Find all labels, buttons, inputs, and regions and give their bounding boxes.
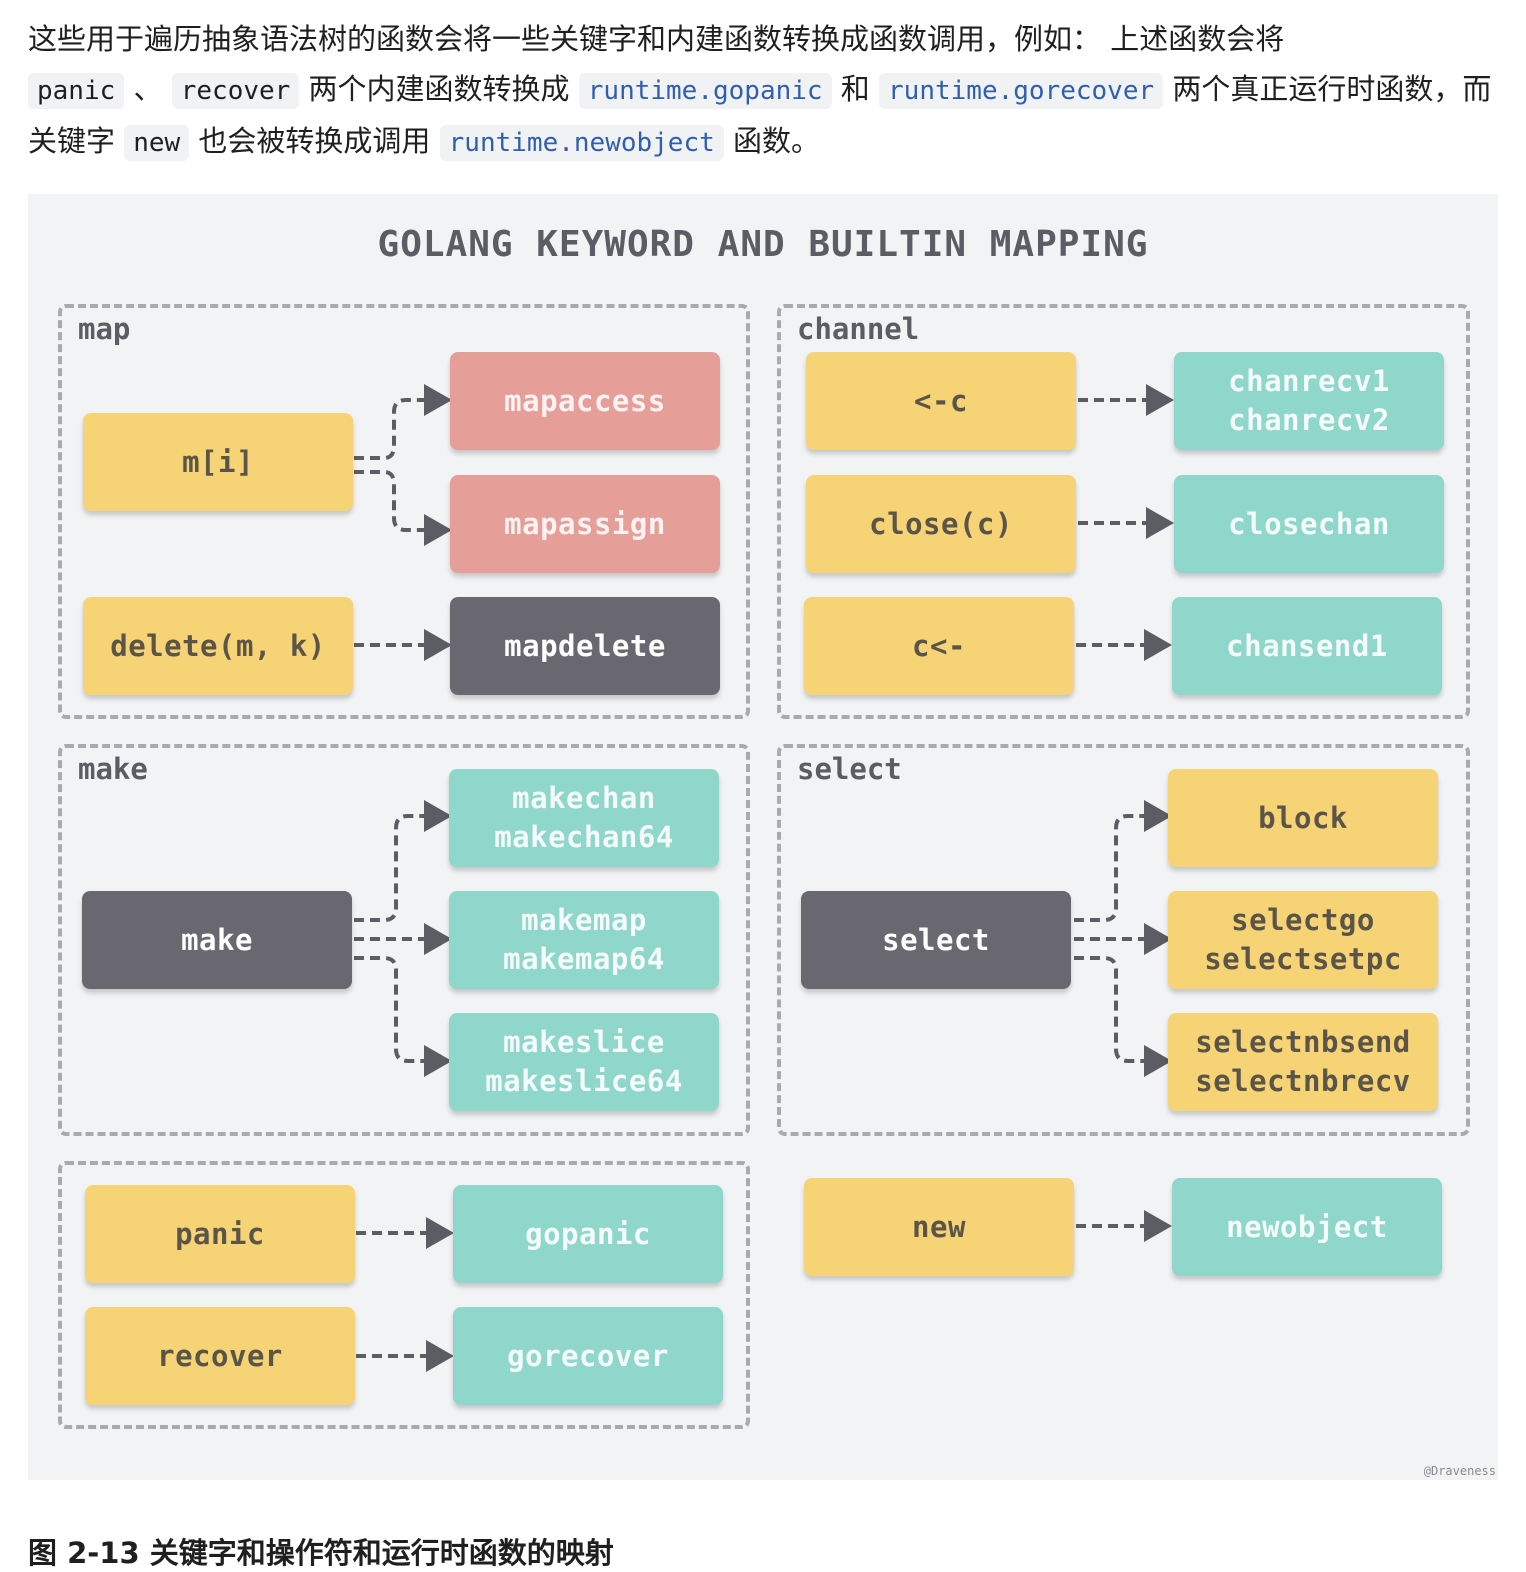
arrow-index-mapaccess	[354, 384, 452, 460]
code-recover: recover	[171, 73, 300, 109]
node-makemap: makemap makemap64	[449, 891, 719, 989]
code-runtime-gopanic[interactable]: runtime.gopanic	[578, 73, 832, 109]
para-text-5: 两个真正运行时函数，而关键字	[28, 72, 1492, 158]
node-selectgo-line1: selectgo	[1231, 903, 1375, 937]
node-gopanic: gopanic	[453, 1185, 723, 1283]
code-panic: panic	[28, 73, 125, 109]
node-makeslice: makeslice makeslice64	[449, 1013, 719, 1111]
node-mapdelete: mapdelete	[450, 597, 720, 695]
node-chanrecv1: chanrecv1	[1228, 364, 1390, 398]
node-mapaccess: mapaccess	[450, 352, 720, 450]
arrow-index-mapassign	[354, 470, 452, 546]
node-closechan: closechan	[1174, 475, 1444, 573]
group-label-map: map	[78, 312, 131, 346]
code-runtime-newobject[interactable]: runtime.newobject	[439, 125, 724, 161]
node-gorecover: gorecover	[453, 1307, 723, 1405]
node-makechan-line2: makechan64	[494, 820, 674, 854]
group-label-make: make	[78, 752, 148, 786]
para-text-4: 和	[840, 72, 870, 106]
node-selectgo-line2: selectsetpc	[1204, 942, 1402, 976]
group-channel: channel	[777, 304, 1470, 719]
node-makemap-line2: makemap64	[503, 942, 665, 976]
group-label-select: select	[797, 752, 902, 786]
node-select: select	[801, 891, 1071, 989]
group-panic-recover	[58, 1161, 750, 1429]
node-close: close(c)	[806, 475, 1076, 573]
group-map: map	[58, 304, 750, 719]
para-text-3: 两个内建函数转换成	[308, 72, 570, 106]
node-newobject: newobject	[1172, 1178, 1442, 1276]
node-map-index: m[i]	[83, 413, 353, 511]
arrow-make-makeslice	[354, 956, 452, 1077]
node-recv: <-c	[806, 352, 1076, 450]
node-chanrecv2: chanrecv2	[1228, 403, 1390, 437]
group-label-channel: channel	[797, 312, 920, 346]
node-delete: delete(m, k)	[83, 597, 353, 695]
node-makeslice-line2: makeslice64	[485, 1064, 683, 1098]
node-makechan-line1: makechan	[512, 781, 656, 815]
arrow-select-block	[1074, 800, 1172, 922]
para-text-1: 这些用于遍历抽象语法树的函数会将一些关键字和内建函数转换成函数调用，例如： 上述…	[28, 22, 1285, 56]
node-make: make	[82, 891, 352, 989]
code-new: new	[124, 125, 190, 161]
node-makemap-line1: makemap	[521, 903, 647, 937]
node-chanrecv: chanrecv1 chanrecv2	[1174, 352, 1444, 450]
group-make: make	[58, 744, 750, 1136]
diagram-title: GOLANG KEYWORD AND BUILTIN MAPPING	[377, 224, 1149, 265]
node-selectnb-line1: selectnbsend	[1195, 1025, 1411, 1059]
node-recover: recover	[85, 1307, 355, 1405]
arrow-make-makechan	[354, 800, 452, 922]
para-text-7: 函数。	[732, 124, 820, 158]
code-runtime-gorecover[interactable]: runtime.gorecover	[879, 73, 1164, 109]
node-selectnb-line2: selectnbrecv	[1195, 1064, 1411, 1098]
node-makeslice-line1: makeslice	[503, 1025, 665, 1059]
node-selectnb: selectnbsend selectnbrecv	[1168, 1013, 1438, 1111]
intro-paragraph: 这些用于遍历抽象语法树的函数会将一些关键字和内建函数转换成函数调用，例如： 上述…	[28, 14, 1508, 168]
group-select: select	[777, 744, 1470, 1136]
node-chansend1: chansend1	[1172, 597, 1442, 695]
figure-caption: 图 2-13 关键字和操作符和运行时函数的映射	[28, 1536, 614, 1570]
node-block: block	[1168, 769, 1438, 867]
node-mapassign: mapassign	[450, 475, 720, 573]
connector-arrows	[354, 384, 1174, 1372]
credit-label: @Draveness	[1423, 1464, 1496, 1478]
node-panic: panic	[85, 1185, 355, 1283]
para-text-6: 也会被转换成调用	[198, 124, 431, 158]
keyword-mapping-diagram: GOLANG KEYWORD AND BUILTIN MAPPING	[28, 194, 1498, 1480]
node-makechan: makechan makechan64	[449, 769, 719, 867]
para-text-2: 、	[133, 72, 163, 106]
node-selectgo: selectgo selectsetpc	[1168, 891, 1438, 989]
node-send: c<-	[804, 597, 1074, 695]
node-new: new	[804, 1178, 1074, 1276]
arrow-select-selectnb	[1074, 956, 1172, 1077]
